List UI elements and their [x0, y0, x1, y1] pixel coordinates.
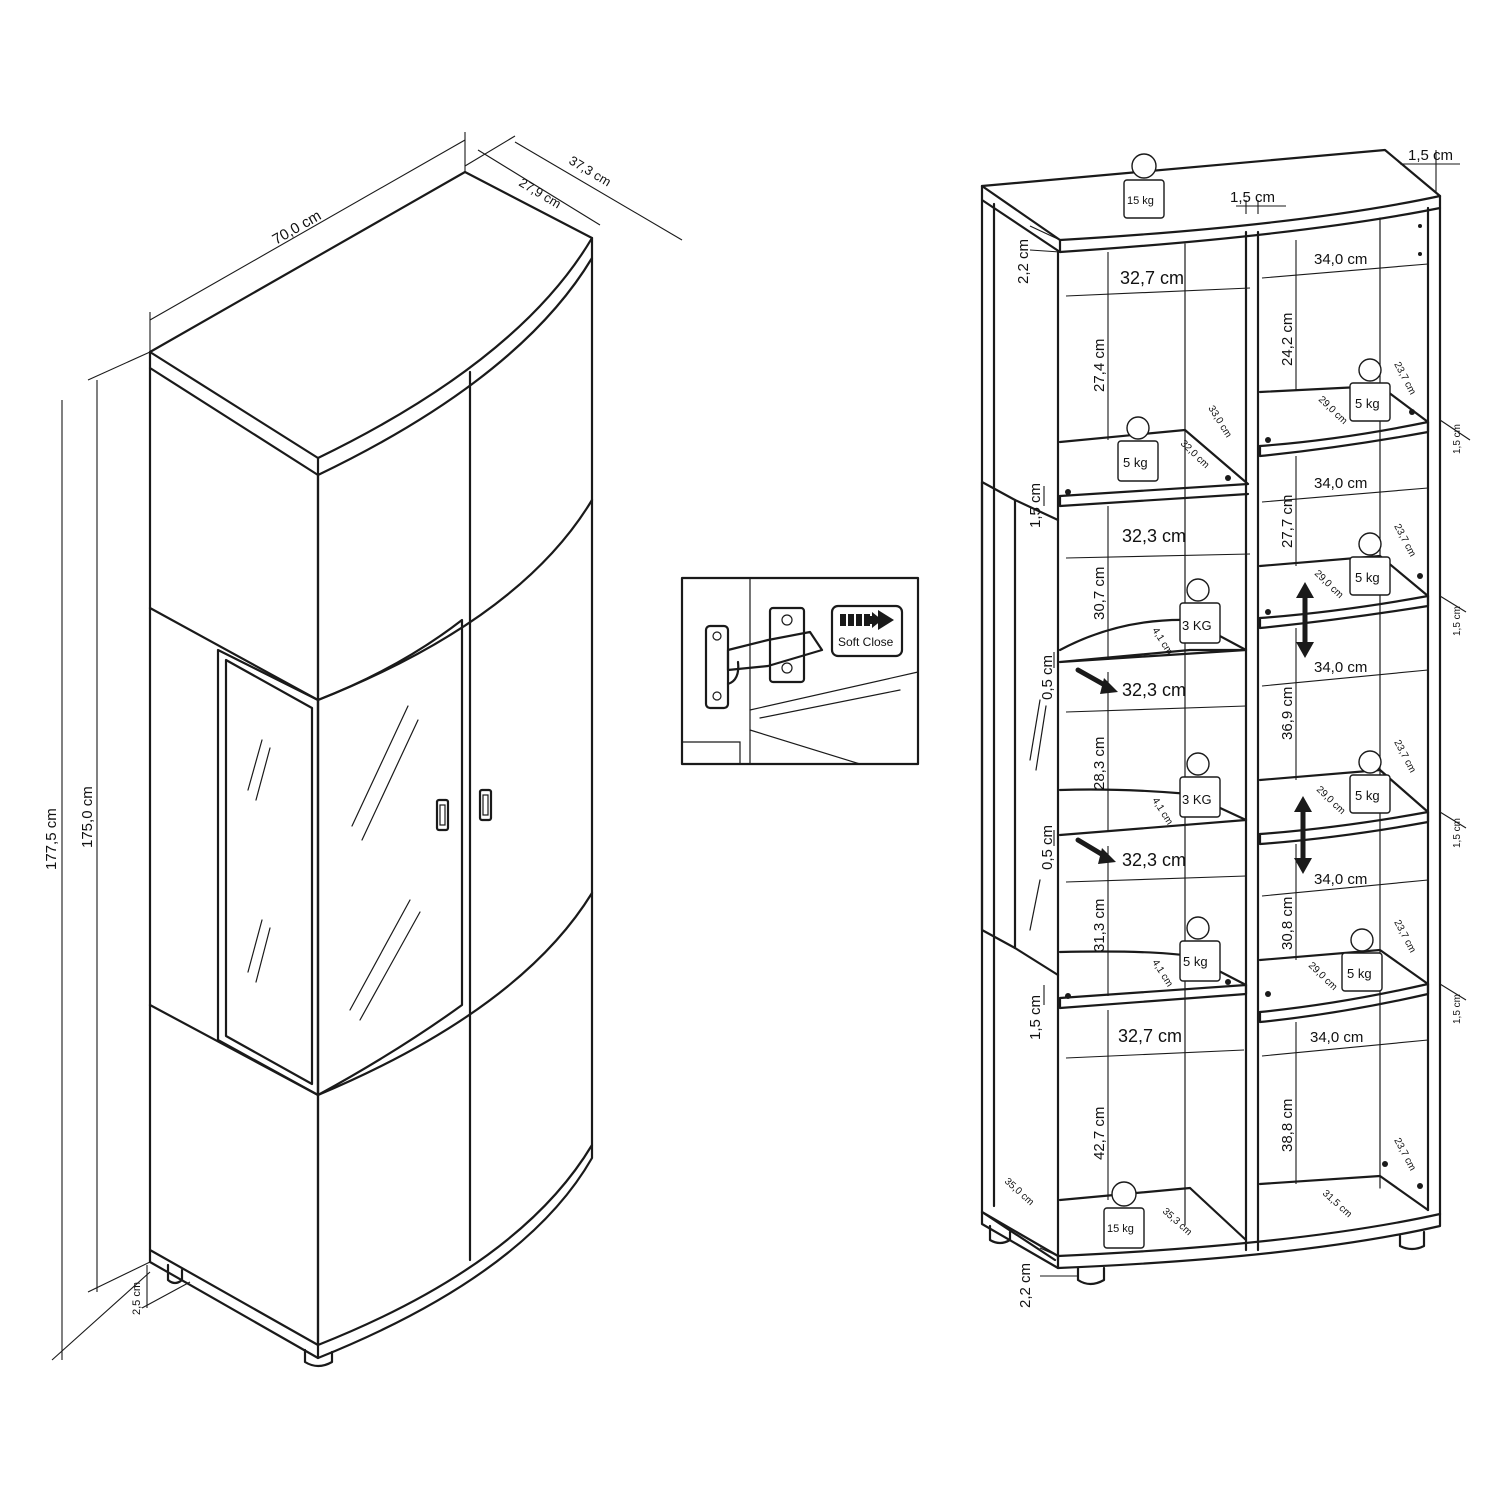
- depth-outer-label: 37,3 cm: [566, 153, 613, 190]
- right-bottom-depth: 31,5 cm: [1320, 1188, 1354, 1220]
- svg-text:3 KG: 3 KG: [1182, 792, 1212, 807]
- depth-inner-label: 27,9 cm: [516, 175, 563, 212]
- right-height-3: 36,9 cm: [1279, 687, 1296, 740]
- weight-left-2: 3 KG: [1179, 578, 1221, 644]
- weight-left-3: 3 KG: [1179, 752, 1221, 818]
- svg-text:5 kg: 5 kg: [1347, 966, 1372, 981]
- bottom-board-height: 2,2 cm: [1017, 1263, 1034, 1308]
- svg-text:5 kg: 5 kg: [1355, 396, 1380, 411]
- soft-close-hinge-icon: [704, 606, 824, 710]
- left-width-2: 32,3 cm: [1122, 526, 1186, 546]
- top-thickness: 1,5 cm: [1408, 147, 1453, 164]
- gap-3: 0,5 cm: [1039, 825, 1056, 870]
- right-side-depth-1: 23,7 cm: [1391, 360, 1417, 397]
- weight-left-1: 5 kg: [1117, 416, 1159, 482]
- width-label: 70,0 cm: [270, 207, 325, 248]
- right-shelf-depth-1: 29,0 cm: [1316, 394, 1349, 427]
- left-height-3: 28,3 cm: [1091, 737, 1108, 790]
- weight-right-1: 5 kg: [1349, 358, 1391, 422]
- left-width-4: 32,3 cm: [1122, 850, 1186, 870]
- weight-top: 15 kg: [1123, 153, 1165, 219]
- right-height-5: 38,8 cm: [1279, 1099, 1296, 1152]
- right-width-1: 34,0 cm: [1314, 251, 1367, 268]
- top-board-height: 2,2 cm: [1015, 239, 1032, 284]
- left-height-5: 42,7 cm: [1091, 1107, 1108, 1160]
- right-shelf-thickness-1: 1,5 cm: [1452, 424, 1463, 454]
- total-height-label: 177,5 cm: [43, 808, 60, 870]
- gap-1: 1,5 cm: [1027, 483, 1044, 528]
- right-shelf-thickness-3: 1,5 cm: [1452, 818, 1463, 848]
- right-width-5: 34,0 cm: [1310, 1029, 1363, 1046]
- interior-view: 15 kg 5 kg 3 KG 3 KG 5 kg 15 kg: [980, 147, 1471, 1308]
- gap-2: 0,5 cm: [1039, 655, 1056, 700]
- left-height-2: 30,7 cm: [1091, 567, 1108, 620]
- right-side-depth-3: 23,7 cm: [1391, 738, 1417, 775]
- svg-text:15 kg: 15 kg: [1107, 1223, 1134, 1235]
- svg-text:15 kg: 15 kg: [1127, 195, 1154, 207]
- glass-depth-3: 4,1 cm: [1149, 958, 1174, 989]
- right-height-2: 27,7 cm: [1279, 495, 1296, 548]
- soft-close-label: Soft Close: [838, 635, 894, 649]
- right-side-depth-4: 23,7 cm: [1391, 918, 1417, 955]
- hinge-detail-panel: Soft Close: [680, 576, 920, 766]
- body-height-label: 175,0 cm: [79, 786, 96, 848]
- left-width-3: 32,3 cm: [1122, 680, 1186, 700]
- weight-left-4: 5 kg: [1179, 916, 1221, 982]
- weight-right-4: 5 kg: [1341, 928, 1383, 992]
- svg-text:5 kg: 5 kg: [1123, 455, 1148, 470]
- right-height-1: 24,2 cm: [1279, 313, 1296, 366]
- right-shelf-thickness-2: 1,5 cm: [1452, 606, 1463, 636]
- foot-height-label: 2,5 cm: [131, 1282, 143, 1315]
- svg-text:5 kg: 5 kg: [1355, 788, 1380, 803]
- weight-bottom: 15 kg: [1103, 1181, 1145, 1249]
- svg-text:5 kg: 5 kg: [1183, 954, 1208, 969]
- glass-depth-2: 4,1 cm: [1149, 796, 1174, 827]
- right-width-4: 34,0 cm: [1314, 871, 1367, 888]
- left-height-1: 27,4 cm: [1091, 339, 1108, 392]
- weight-right-2: 5 kg: [1349, 532, 1391, 596]
- right-shelf-depth-4: 29,0 cm: [1306, 960, 1339, 993]
- left-shelf-depth-1: 33,0 cm: [1205, 404, 1233, 440]
- right-shelf-depth-3: 29,0 cm: [1314, 784, 1347, 817]
- svg-text:5 kg: 5 kg: [1355, 570, 1380, 585]
- right-height-4: 30,8 cm: [1279, 897, 1296, 950]
- gap-4: 1,5 cm: [1027, 995, 1044, 1040]
- right-shelf-depth-2: 29,0 cm: [1312, 568, 1345, 601]
- left-width-1: 32,7 cm: [1120, 268, 1184, 288]
- right-width-2: 34,0 cm: [1314, 475, 1367, 492]
- cabinet-overview: 70,0 cm 27,9 cm 37,3 cm 177,5 cm 175,0 c…: [43, 132, 683, 1368]
- divider-thickness: 1,5 cm: [1230, 189, 1275, 206]
- soft-close-badge: Soft Close: [830, 604, 904, 658]
- right-shelf-thickness-4: 1,5 cm: [1452, 994, 1463, 1024]
- left-side-depth: 35,0 cm: [1002, 1176, 1036, 1208]
- right-width-3: 34,0 cm: [1314, 659, 1367, 676]
- left-shelf-depth-2: 32,0 cm: [1178, 438, 1211, 471]
- left-height-4: 31,3 cm: [1091, 899, 1108, 952]
- svg-text:3 KG: 3 KG: [1182, 618, 1212, 633]
- left-bottom-depth: 35,3 cm: [1160, 1206, 1194, 1238]
- right-side-depth-2: 23,7 cm: [1391, 522, 1417, 559]
- left-width-5: 32,7 cm: [1118, 1026, 1182, 1046]
- weight-right-3: 5 kg: [1349, 750, 1391, 814]
- right-side-depth-5: 23,7 cm: [1391, 1136, 1417, 1173]
